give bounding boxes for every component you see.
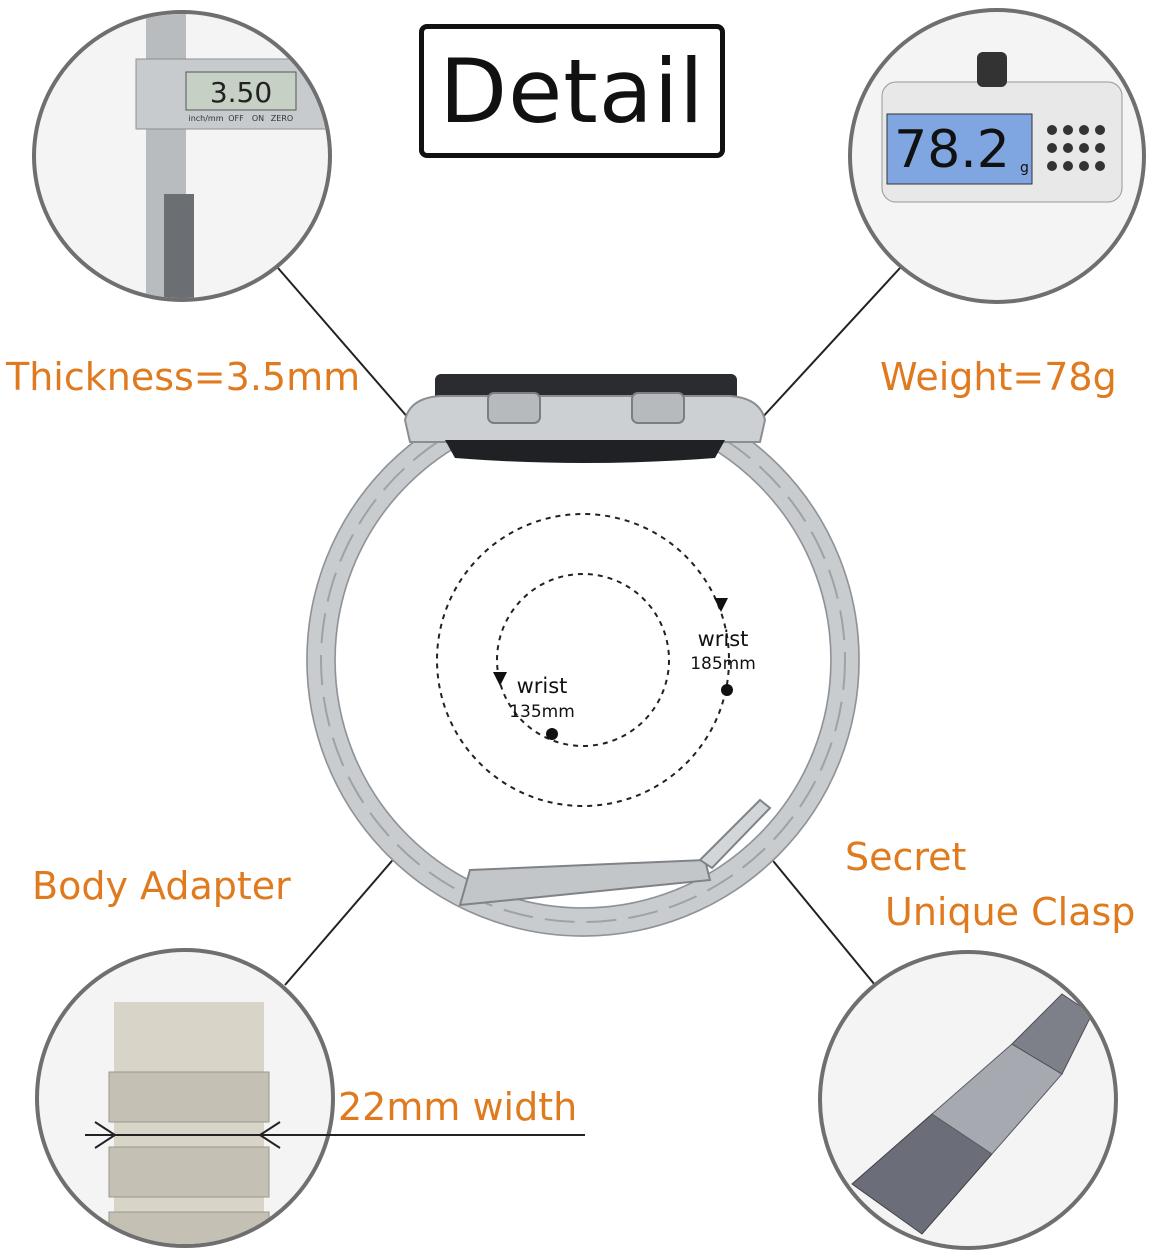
watch-button-right	[631, 392, 685, 424]
outer-dot	[721, 684, 733, 696]
watch-button-left	[487, 392, 541, 424]
watch-case	[403, 395, 767, 443]
thickness-label: Thickness=3.5mm	[6, 355, 361, 399]
connector-clasp	[759, 844, 876, 986]
connector-body-adapter	[284, 839, 411, 986]
clasp-label-line1: Secret	[845, 835, 967, 879]
page-title: Detail	[419, 24, 725, 158]
band-width-image	[108, 1002, 270, 1244]
scale-detail-circle: 78.2 g	[848, 8, 1146, 304]
clasp-lever	[698, 798, 772, 870]
width-measure	[85, 1121, 585, 1149]
inner-dot	[546, 728, 558, 740]
clasp-label-line2: Unique Clasp	[885, 890, 1136, 934]
scale-image: 78.2 g	[881, 52, 1123, 203]
band-ring	[306, 383, 860, 937]
inner-size-value: 135mm	[509, 702, 575, 722]
outer-size-value: 185mm	[690, 654, 756, 674]
connector-thickness	[277, 267, 411, 421]
outer-size-label: wrist	[698, 627, 749, 651]
inner-size-circle	[496, 573, 670, 747]
connector-weight	[759, 267, 901, 421]
caliper-image: 3.50 inch/mm OFF ON ZERO	[135, 14, 328, 298]
outer-arrow	[714, 598, 728, 612]
caliper-reading: 3.50	[210, 76, 272, 109]
scale-reading: 78.2	[894, 120, 1010, 180]
scale-unit: g	[1020, 160, 1029, 176]
width-label: 22mm width	[338, 1085, 578, 1129]
inner-arrow	[493, 672, 507, 686]
caliper-btn-0: inch/mm	[188, 114, 223, 123]
body-adapter-label: Body Adapter	[32, 864, 291, 908]
clasp-image	[851, 993, 1093, 1235]
caliper-btn-1: OFF	[228, 114, 244, 123]
caliper-btn-2: ON	[252, 114, 264, 123]
watch-back	[445, 440, 725, 463]
caliper-btn-3: ZERO	[271, 114, 293, 123]
inner-size-label: wrist	[517, 674, 568, 698]
caliper-detail-circle: 3.50 inch/mm OFF ON ZERO	[32, 10, 332, 302]
clasp-detail-circle	[818, 950, 1118, 1250]
weight-label: Weight=78g	[880, 355, 1117, 399]
outer-size-circle	[436, 513, 730, 807]
band-width-circle	[35, 948, 335, 1248]
